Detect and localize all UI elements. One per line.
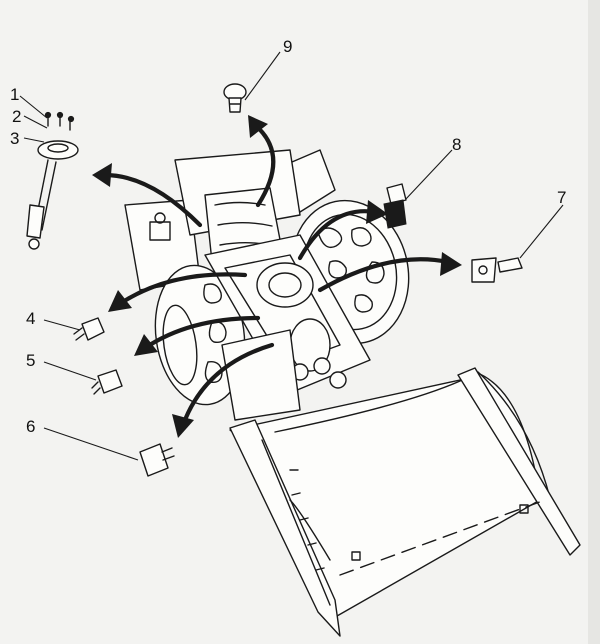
sensor-7 <box>471 204 564 283</box>
callout-labels: 1 2 3 4 5 6 7 8 9 <box>10 37 566 436</box>
front-drum <box>229 367 581 637</box>
callout-8: 8 <box>452 135 461 154</box>
callout-7: 7 <box>557 188 566 207</box>
sensor-4 <box>43 317 105 341</box>
sensor-9 <box>223 51 281 113</box>
callout-2: 2 <box>12 107 21 126</box>
fuel-level-sender <box>19 95 79 250</box>
sensor-8 <box>383 149 453 229</box>
hydraulic-pump <box>256 262 314 308</box>
roller-machine <box>124 149 581 637</box>
callout-5: 5 <box>26 351 35 370</box>
sensor-6 <box>43 427 175 477</box>
page-edge <box>588 0 600 644</box>
sensor-5 <box>43 361 123 395</box>
callout-4: 4 <box>26 309 35 328</box>
location-arrows <box>92 115 462 438</box>
front-frame <box>221 329 301 421</box>
callout-9: 9 <box>283 37 292 56</box>
callout-1: 1 <box>10 85 19 104</box>
callout-6: 6 <box>26 417 35 436</box>
callout-3: 3 <box>10 129 19 148</box>
